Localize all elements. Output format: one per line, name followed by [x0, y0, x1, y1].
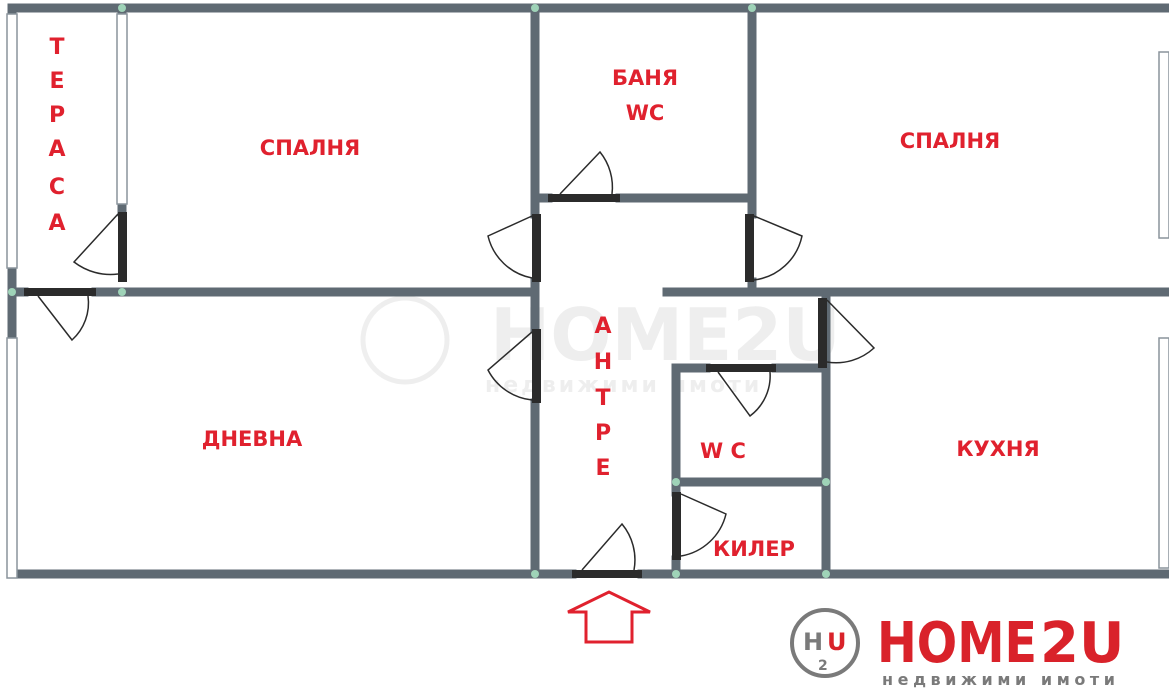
wall-joints	[8, 4, 830, 578]
door-swing-terrace	[72, 213, 119, 276]
terrace-letter: С	[49, 175, 65, 200]
logo-brand-home: HOME	[877, 611, 1037, 676]
door-leaf-wc	[706, 364, 776, 372]
hall-letter: Р	[595, 421, 611, 446]
door-leaf-bathroom	[548, 194, 620, 202]
room-label-bathroom-wc: WC	[626, 101, 665, 125]
door-swing-kitchen	[826, 299, 876, 364]
logo-tagline: недвижими имоти	[882, 670, 1118, 689]
watermark-brand: HOME2U	[490, 293, 841, 377]
joint	[118, 4, 126, 12]
door-swing-storage	[680, 493, 727, 557]
watermark-tagline: недвижими имоти	[485, 373, 762, 398]
door-swing-entrance	[581, 522, 636, 571]
joint	[672, 570, 680, 578]
room-labels: Т Е Р А С А СПАЛНЯ БАНЯ WC СПАЛНЯ ДНЕВНА…	[48, 35, 1039, 561]
entrance-arrow-icon	[567, 590, 651, 644]
door-leaf-living-terrace	[24, 288, 96, 296]
logo-brand-2u: 2U	[1040, 611, 1124, 676]
window-living	[6, 337, 18, 579]
logo-badge-h: H	[803, 628, 823, 656]
terrace-letter: А	[48, 137, 65, 162]
terrace-letter: Е	[49, 69, 64, 94]
hall-letter: Н	[594, 350, 612, 375]
company-logo: H U 2 HOME 2U недвижими имоти	[790, 608, 1124, 689]
room-label-kitchen: КУХНЯ	[956, 437, 1039, 461]
door-swing-living-terrace	[37, 295, 90, 342]
door-swing-living	[487, 331, 533, 401]
doors	[24, 150, 876, 578]
watermark-badge-icon	[360, 295, 450, 385]
room-label-bathroom: БАНЯ	[612, 66, 678, 90]
joint	[748, 4, 756, 12]
joint	[531, 4, 539, 12]
door-swing-bedroom-right	[753, 215, 803, 281]
room-label-bedroom-left: СПАЛНЯ	[260, 136, 360, 160]
door-leaf-terrace	[118, 212, 127, 282]
terrace-letter: А	[48, 211, 65, 236]
window-kitchen	[1158, 337, 1169, 569]
door-leaf-entrance	[572, 570, 642, 578]
terrace-letter: Т	[49, 35, 64, 60]
door-swing-wc	[717, 371, 771, 418]
door-leaf-kitchen	[818, 298, 827, 368]
door-leaf-storage	[672, 492, 681, 560]
room-label-storage: КИЛЕР	[713, 537, 795, 561]
room-label-wc: W C	[700, 439, 746, 463]
door-leaf-bedroom-right	[745, 214, 754, 282]
door-swing-bedroom-left	[487, 215, 533, 279]
joint	[531, 570, 539, 578]
walls	[7, 3, 1169, 579]
window-bedroom-right	[1158, 51, 1169, 239]
room-label-bedroom-right: СПАЛНЯ	[900, 129, 1000, 153]
logo-badge-2: 2	[818, 658, 828, 674]
window-terrace-outer	[6, 13, 18, 269]
joint	[8, 288, 16, 296]
joint	[822, 570, 830, 578]
window-terrace-inner	[116, 13, 128, 205]
joint	[118, 288, 126, 296]
hall-letter: Е	[595, 456, 610, 481]
windows	[6, 13, 1169, 579]
door-swing-bathroom	[559, 150, 614, 195]
logo-badge-u: U	[827, 628, 847, 656]
door-leaf-bedroom-left	[532, 214, 541, 282]
joint	[672, 478, 680, 486]
watermark: HOME2U недвижими имоти	[360, 293, 841, 398]
logo-badge-icon	[790, 608, 860, 678]
room-label-living: ДНЕВНА	[202, 427, 303, 451]
joint	[822, 478, 830, 486]
hall-letter: Т	[595, 386, 610, 411]
terrace-letter: Р	[49, 103, 65, 128]
hall-letter: А	[594, 314, 611, 339]
door-leaf-living	[532, 329, 541, 403]
